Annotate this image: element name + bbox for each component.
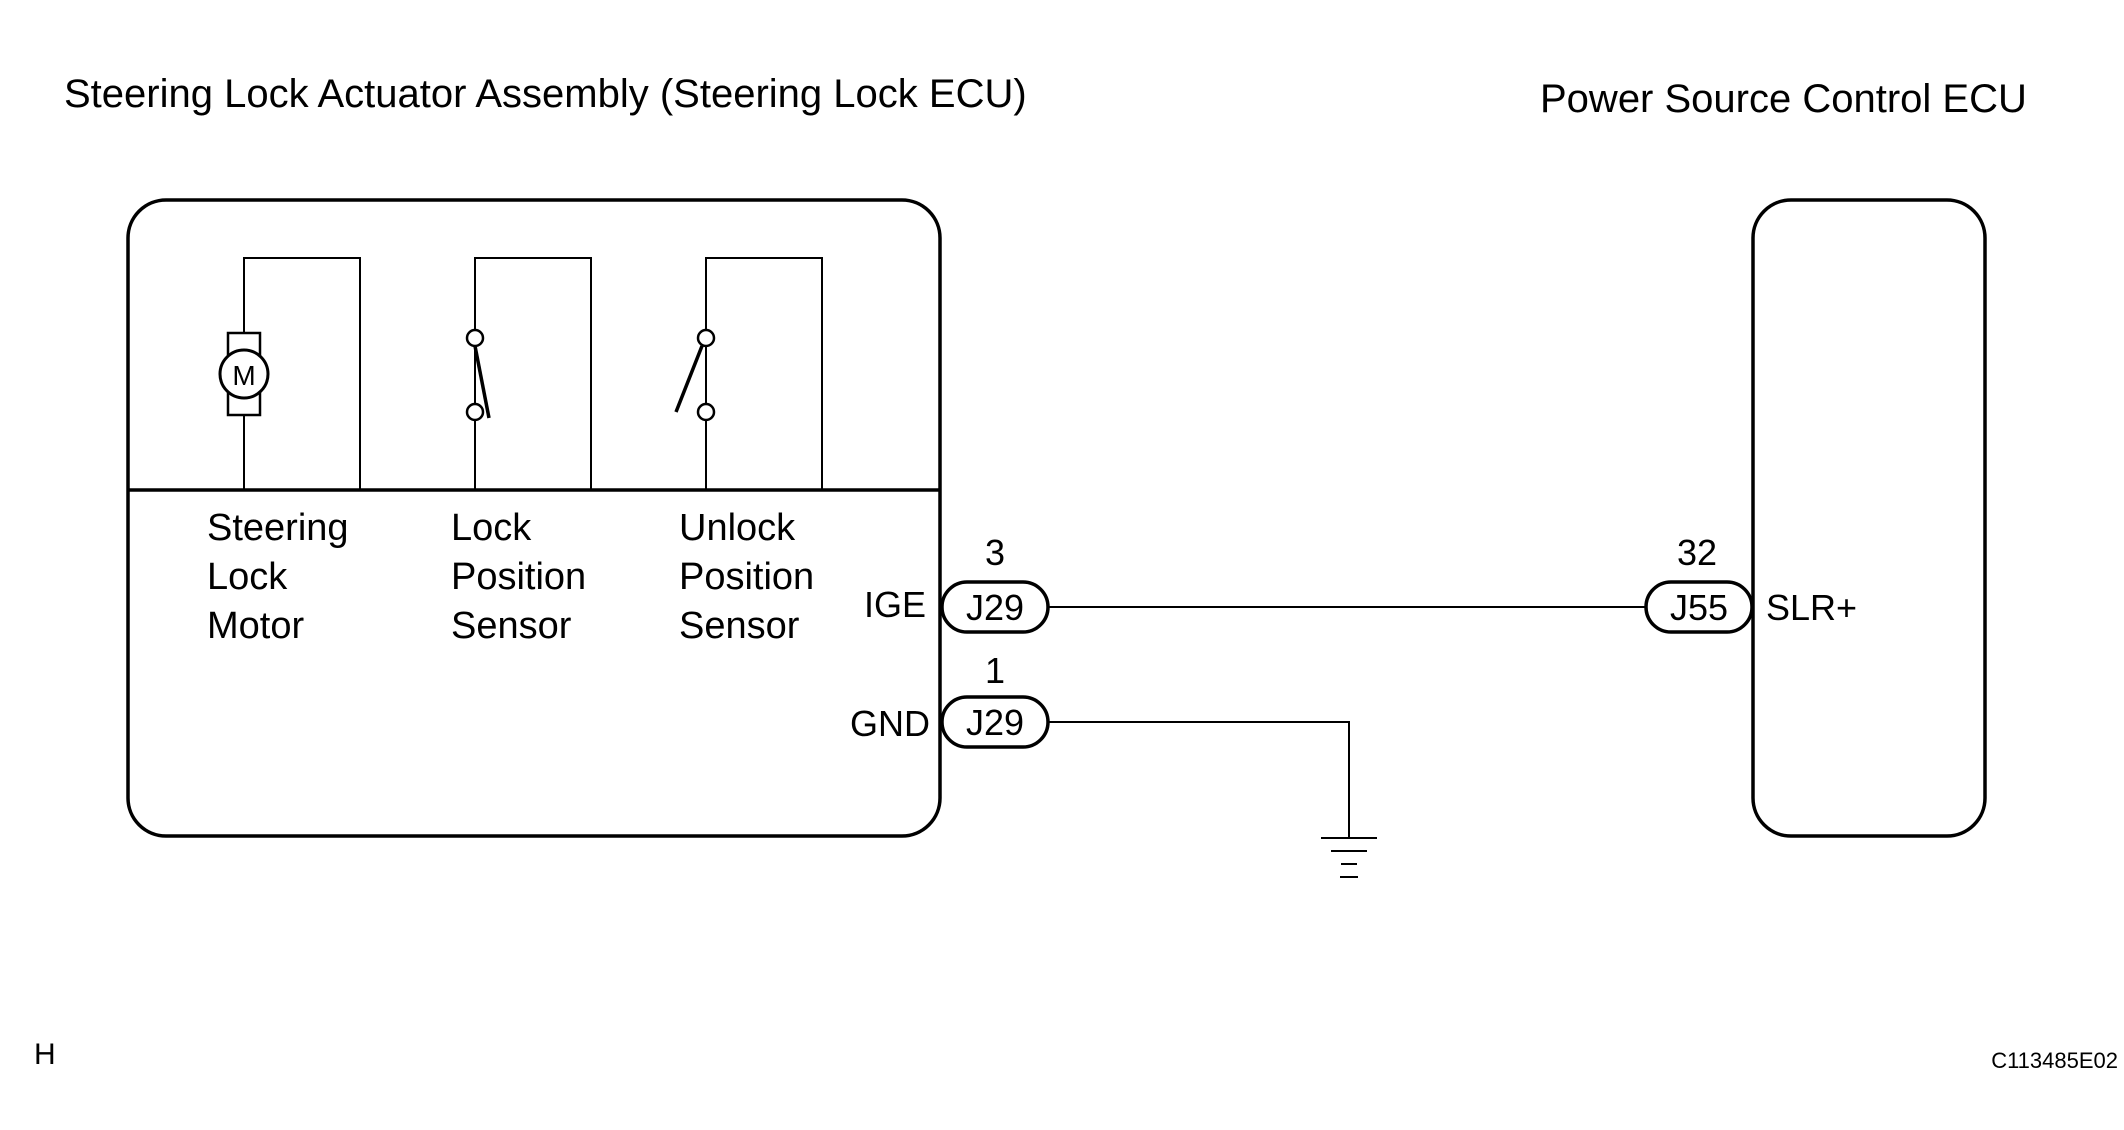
lock-sensor-label-line1: Lock (451, 507, 532, 549)
lock-sensor-label-line2: Position (451, 556, 586, 598)
figure-code: C113485E02 (1991, 1048, 2118, 1073)
ground-wire (1048, 721, 1350, 838)
left-unit-title: Steering Lock Actuator Assembly (Steerin… (64, 72, 1027, 116)
gnd-connector-label: J29 (966, 702, 1024, 743)
unlock-sensor-label-line2: Position (679, 556, 814, 598)
lock-sensor-label-line3: Sensor (451, 605, 572, 647)
power-source-ecu-box (1751, 198, 1987, 838)
ige-pin-number: 3 (985, 532, 1005, 573)
gnd-terminal-label: GND (850, 703, 930, 744)
lock-position-switch-symbol (465, 257, 592, 490)
slr-terminal-label: SLR+ (1766, 587, 1857, 628)
ground-symbol (1321, 837, 1377, 878)
gnd-pin-number: 1 (985, 650, 1005, 691)
motor-label-line3: Motor (207, 605, 304, 647)
steering-lock-motor-symbol: M (218, 257, 361, 490)
corner-mark: H (34, 1038, 56, 1071)
motor-label-line2: Lock (207, 556, 288, 598)
slr-connector-label: J55 (1670, 587, 1728, 628)
slr-pin-number: 32 (1677, 532, 1717, 573)
right-unit-title: Power Source Control ECU (1540, 77, 2027, 121)
unlock-sensor-label-line3: Sensor (679, 605, 800, 647)
steering-lock-ecu-box (126, 198, 942, 838)
motor-label-line1: Steering (207, 507, 349, 549)
ige-connector-label: J29 (966, 587, 1024, 628)
motor-symbol-label: M (232, 360, 255, 391)
ige-terminal-label: IGE (864, 584, 926, 625)
unlock-position-switch-symbol (674, 257, 823, 490)
unlock-sensor-label-line1: Unlock (679, 507, 796, 549)
